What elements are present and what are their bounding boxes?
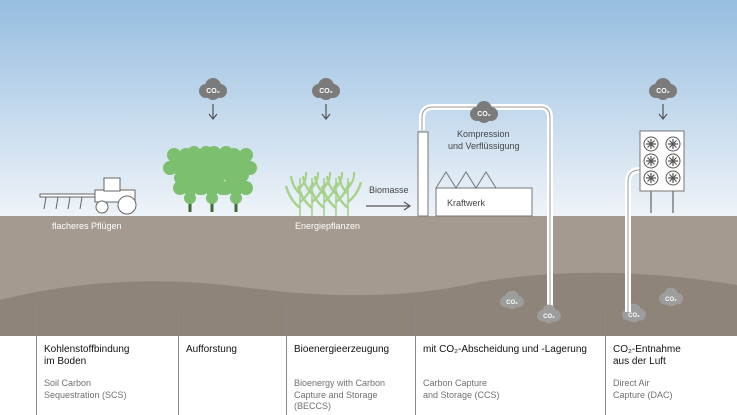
dac-unit xyxy=(639,130,685,213)
label-plough: flacheres Pflügen xyxy=(52,221,122,231)
co2-label: CO₂ xyxy=(506,300,518,306)
co2-cloud-icon: CO₂ xyxy=(312,78,340,100)
co2-label: CO₂ xyxy=(628,313,640,319)
co2-cloud-icon: CO₂ xyxy=(649,78,677,100)
co2-label: CO₂ xyxy=(543,314,555,320)
panel-divider xyxy=(415,306,416,415)
label-power-plant: Kraftwerk xyxy=(447,198,486,208)
tractor-icon xyxy=(39,177,137,215)
co2-label: CO₂ xyxy=(656,88,670,95)
panel-title: CO₂-Entnahme aus der Luft xyxy=(613,344,681,367)
panel-ccs: mit CO₂-Abscheidung und -Lagerung Carbon… xyxy=(415,306,603,415)
panel-subtitle: Carbon Capture and Storage (CCS) xyxy=(423,378,500,400)
arrow-right-icon xyxy=(366,201,412,211)
arrow-down-icon xyxy=(658,104,668,120)
panel-beccs: Bioenergieerzeugung Bioenergy with Carbo… xyxy=(286,306,414,415)
label-energy-plants: Energiepflanzen xyxy=(295,221,360,231)
label-compression-2: und Verflüssigung xyxy=(448,141,520,151)
panel-title: Kohlenstoffbindung im Boden xyxy=(44,344,130,367)
co2-label: CO₂ xyxy=(665,297,677,303)
co2-cloud-icon: CO₂ xyxy=(470,101,498,123)
panel-divider xyxy=(605,306,606,415)
panel-afforestation: Aufforstung xyxy=(178,306,284,415)
panel-divider xyxy=(178,306,179,415)
co2-cloud-icon: CO₂ xyxy=(199,78,227,100)
sky xyxy=(0,0,737,222)
panel-divider xyxy=(286,306,287,415)
co2-cloud-icon: CO₂ xyxy=(537,304,561,324)
label-compression-1: Kompression xyxy=(457,129,510,139)
factory-icon xyxy=(417,131,533,217)
panel-title: Aufforstung xyxy=(186,344,237,355)
panel-subtitle: Bioenergy with Carbon Capture and Storag… xyxy=(294,378,386,411)
co2-label: CO₂ xyxy=(319,88,333,95)
arrow-down-icon xyxy=(321,104,331,120)
co2-label: CO₂ xyxy=(477,111,491,118)
panel-subtitle: Soil Carbon Sequestration (SCS) xyxy=(44,378,127,400)
panel-subtitle: Direct Air Capture (DAC) xyxy=(613,378,673,400)
panel-title: mit CO₂-Abscheidung und -Lagerung xyxy=(423,344,587,355)
panel-scs: Kohlenstoffbindung im Boden Soil Carbon … xyxy=(36,306,176,415)
panel-divider xyxy=(36,306,37,415)
co2-label: CO₂ xyxy=(206,88,220,95)
panel-dac: CO₂-Entnahme aus der Luft Direct Air Cap… xyxy=(605,306,735,415)
label-biomass: Biomasse xyxy=(369,185,409,195)
co2-cloud-icon: CO₂ xyxy=(500,290,524,310)
scene-illustration: flacheres Pflügen CO₂ CO₂ CO₂ Energiepfl… xyxy=(0,0,737,336)
arrow-down-icon xyxy=(208,104,218,120)
panel-title: Bioenergieerzeugung xyxy=(294,344,390,355)
co2-cloud-icon: CO₂ xyxy=(659,287,683,307)
